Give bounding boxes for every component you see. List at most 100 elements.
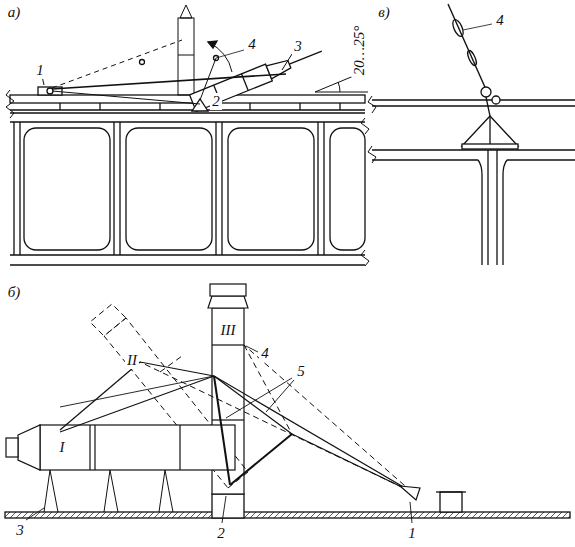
pipe-position-3-part <box>212 344 244 345</box>
roof-truss-part <box>330 128 365 250</box>
a-frame-and-cables-part <box>60 362 140 430</box>
a-frame-and-cables-part <box>244 345 412 492</box>
angle-mark-part <box>315 75 356 92</box>
callout-number: а) <box>6 4 23 21</box>
a-frame-and-cables-part <box>214 376 292 434</box>
leader-lines-part <box>410 502 412 523</box>
trestles-part <box>44 470 173 512</box>
slab-section <box>368 96 575 265</box>
roof-truss-part <box>10 109 365 110</box>
slab-section-part <box>368 96 376 163</box>
hinge <box>192 99 208 111</box>
pipe-position-1-part <box>94 425 95 470</box>
callout-number: 1 <box>406 525 418 542</box>
callout-number: б) <box>6 284 23 301</box>
roof-truss-part <box>228 128 314 250</box>
a-frame-and-cables-part <box>140 362 412 492</box>
pipe-position-1-part <box>179 425 180 470</box>
slab-section-part <box>372 159 478 160</box>
slab-section-part <box>488 150 497 265</box>
pipe-position-1-part <box>40 425 235 470</box>
leader-lines-part <box>246 346 258 352</box>
a-frame-and-cables-part <box>244 345 292 434</box>
a-frame-and-cables-part <box>230 434 292 485</box>
roof-truss-part <box>24 128 110 250</box>
pipe-position-1-part <box>18 425 40 470</box>
turnbuckle-part <box>492 96 500 104</box>
roof-truss-part <box>10 95 365 103</box>
cables-part <box>216 50 244 58</box>
callout-number: III <box>219 322 238 339</box>
pipe-final-position-part <box>180 5 192 18</box>
callout-number: 5 <box>295 363 307 380</box>
slab-section-part <box>462 144 518 149</box>
angle-mark-part <box>338 82 340 92</box>
pipe-position-3-part <box>212 419 244 420</box>
pipe-inclined-part <box>190 64 273 111</box>
leader-lines-part <box>222 496 226 523</box>
leader-lines-part <box>26 508 44 520</box>
callout-number: II <box>125 352 139 369</box>
roof-truss-part <box>10 254 365 255</box>
cables-part <box>52 40 182 88</box>
turnbuckle-part <box>451 18 466 38</box>
slab-section-part <box>478 160 507 265</box>
a-frame-and-cables-part <box>60 376 214 407</box>
angle-mark-part <box>282 54 292 70</box>
a-frame-and-cables-part <box>400 486 420 500</box>
callout-number: 3 <box>14 522 26 539</box>
roof-truss-part <box>10 112 365 113</box>
pipe-position-2-part <box>90 304 126 336</box>
slab-section-part <box>489 116 490 146</box>
callout-number: в) <box>376 4 392 21</box>
slab-section-part <box>372 105 575 106</box>
leader-lines <box>26 346 412 523</box>
pipe-position-1-part <box>89 425 90 470</box>
roof-truss-part <box>14 122 324 255</box>
roof-truss-part <box>361 118 369 266</box>
turnbuckle-part <box>448 4 488 94</box>
angle-mark-part <box>315 92 368 93</box>
cables-part <box>52 91 200 104</box>
rotation-arrow-head <box>208 41 217 48</box>
pipe-inclined <box>190 43 326 112</box>
pipe-position-3-part <box>208 296 248 308</box>
roof-truss-part <box>6 90 14 118</box>
a-frame-and-cables-part <box>60 376 214 432</box>
angle-mark <box>42 54 368 92</box>
pipe-final-position-part <box>178 55 194 56</box>
ground-part <box>436 491 466 492</box>
roof-truss-part <box>10 264 365 265</box>
callout-number: 2 <box>210 93 222 110</box>
trestles <box>44 470 173 512</box>
pipe-position-3-part <box>210 284 246 296</box>
a-frame-and-cables <box>60 345 420 500</box>
a-frame-and-cables-part <box>214 376 230 485</box>
ground-part <box>212 494 244 518</box>
callout-number: 2 <box>215 525 227 542</box>
callout-number: 3 <box>292 38 304 55</box>
cables-part <box>52 74 286 89</box>
turnbuckle <box>448 4 500 116</box>
slab-section-part <box>372 99 575 100</box>
callout-number: 4 <box>494 12 506 29</box>
leader-lines-part <box>226 378 292 418</box>
turnbuckle-part <box>466 49 478 66</box>
slab-section-part <box>507 159 575 160</box>
turnbuckle-part <box>486 97 490 116</box>
slab-section-part <box>462 116 518 146</box>
pipe-final-position-part <box>178 18 194 95</box>
pipe-position-1 <box>6 425 235 470</box>
callout-number: I <box>58 439 67 456</box>
callout-number: 4 <box>259 345 271 362</box>
turnbuckle-part <box>463 24 492 30</box>
callout-number: 1 <box>34 62 46 79</box>
roof-truss <box>6 90 369 266</box>
ground-part <box>440 492 462 512</box>
ground-part <box>5 512 570 518</box>
angle-dimension: 20…25° <box>352 23 369 76</box>
turnbuckle-part <box>481 87 491 97</box>
